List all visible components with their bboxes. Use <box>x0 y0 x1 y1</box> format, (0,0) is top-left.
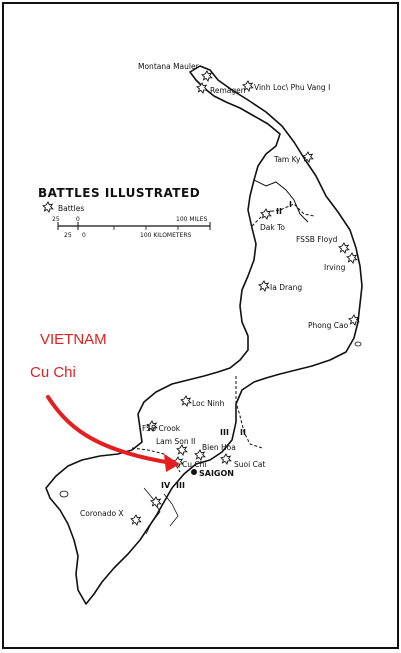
corps-label-iii: III <box>220 428 229 437</box>
battle-burst-icon <box>220 453 232 465</box>
vietnam-battle-map: BATTLES ILLUSTRATED Battles 25 0 100 MIL… <box>30 62 363 605</box>
scale-km-t2: 100 KILOMETERS <box>140 232 192 239</box>
battle-label-montana-mauler: Montana Mauler <box>138 62 200 71</box>
battle-label-cu-chi: Cu Chi <box>182 460 206 469</box>
city-label-saigon: SAIGON <box>199 469 234 478</box>
battle-label-loc-ninh: Loc Ninh <box>192 399 225 408</box>
scale-km-t1: 0 <box>82 232 86 239</box>
scale-miles-t2: 100 MILES <box>176 216 207 223</box>
western-border <box>253 179 309 223</box>
corps-label-ii-north: II <box>276 207 282 216</box>
battle-label-suoi-cat: Suoi Cat <box>234 460 265 469</box>
battle-label-dak-to: Dak To <box>260 223 285 232</box>
annotation-country: VIETNAM <box>40 331 107 348</box>
corps-boundary-2-3 <box>235 376 263 449</box>
legend-title: BATTLES ILLUSTRATED <box>38 186 200 200</box>
battle-label-remagen: Remagen <box>210 86 246 95</box>
corps-label-iii-south: III <box>176 481 185 490</box>
scale-km-t0: 25 <box>64 232 72 239</box>
battle-label-lam-son: Lam Son II <box>156 437 195 446</box>
island <box>59 490 69 498</box>
scale-miles-t1: 0 <box>76 216 80 223</box>
battle-label-fsb-crook: FSB Crook <box>142 424 181 433</box>
country-outline <box>45 65 363 605</box>
battle-label-phong-cao: Phong Cao <box>308 321 349 330</box>
battle-label-fssb-floyd: FSSB Floyd <box>296 235 338 244</box>
annotation-place: Cu Chi <box>30 364 76 381</box>
battle-label-coronado: Coronado X <box>80 509 124 518</box>
battle-label-bien-hoa: Bien Hoa <box>202 443 236 452</box>
arrow-head-icon <box>164 454 180 472</box>
battle-label-ia-drang: Ia Drang <box>270 283 302 292</box>
battle-burst-icon <box>42 201 54 213</box>
battle-burst-icon <box>302 151 314 163</box>
mekong-river <box>143 487 179 535</box>
battle-label-irving: Irving <box>324 263 346 272</box>
corps-label-i: I <box>289 200 292 209</box>
battle-label-tam-ky: Tam Ky <box>273 155 301 164</box>
legend: BATTLES ILLUSTRATED Battles 25 0 100 MIL… <box>38 186 211 239</box>
battle-burst-icon <box>242 80 254 92</box>
battle-label-vinh-loc: Vinh Loc\ Phu Vang I <box>254 83 330 92</box>
corps-label-iv: IV <box>161 481 171 490</box>
legend-battles-label: Battles <box>58 204 84 213</box>
city-marker <box>191 469 197 475</box>
corps-label-ii-south: II <box>240 428 246 437</box>
annotation-arrow <box>46 395 174 465</box>
battle-markers: Montana Mauler Remagen Vinh Loc\ Phu Van… <box>80 62 360 526</box>
scale-miles-t0: 25 <box>52 216 60 223</box>
island <box>354 341 362 347</box>
